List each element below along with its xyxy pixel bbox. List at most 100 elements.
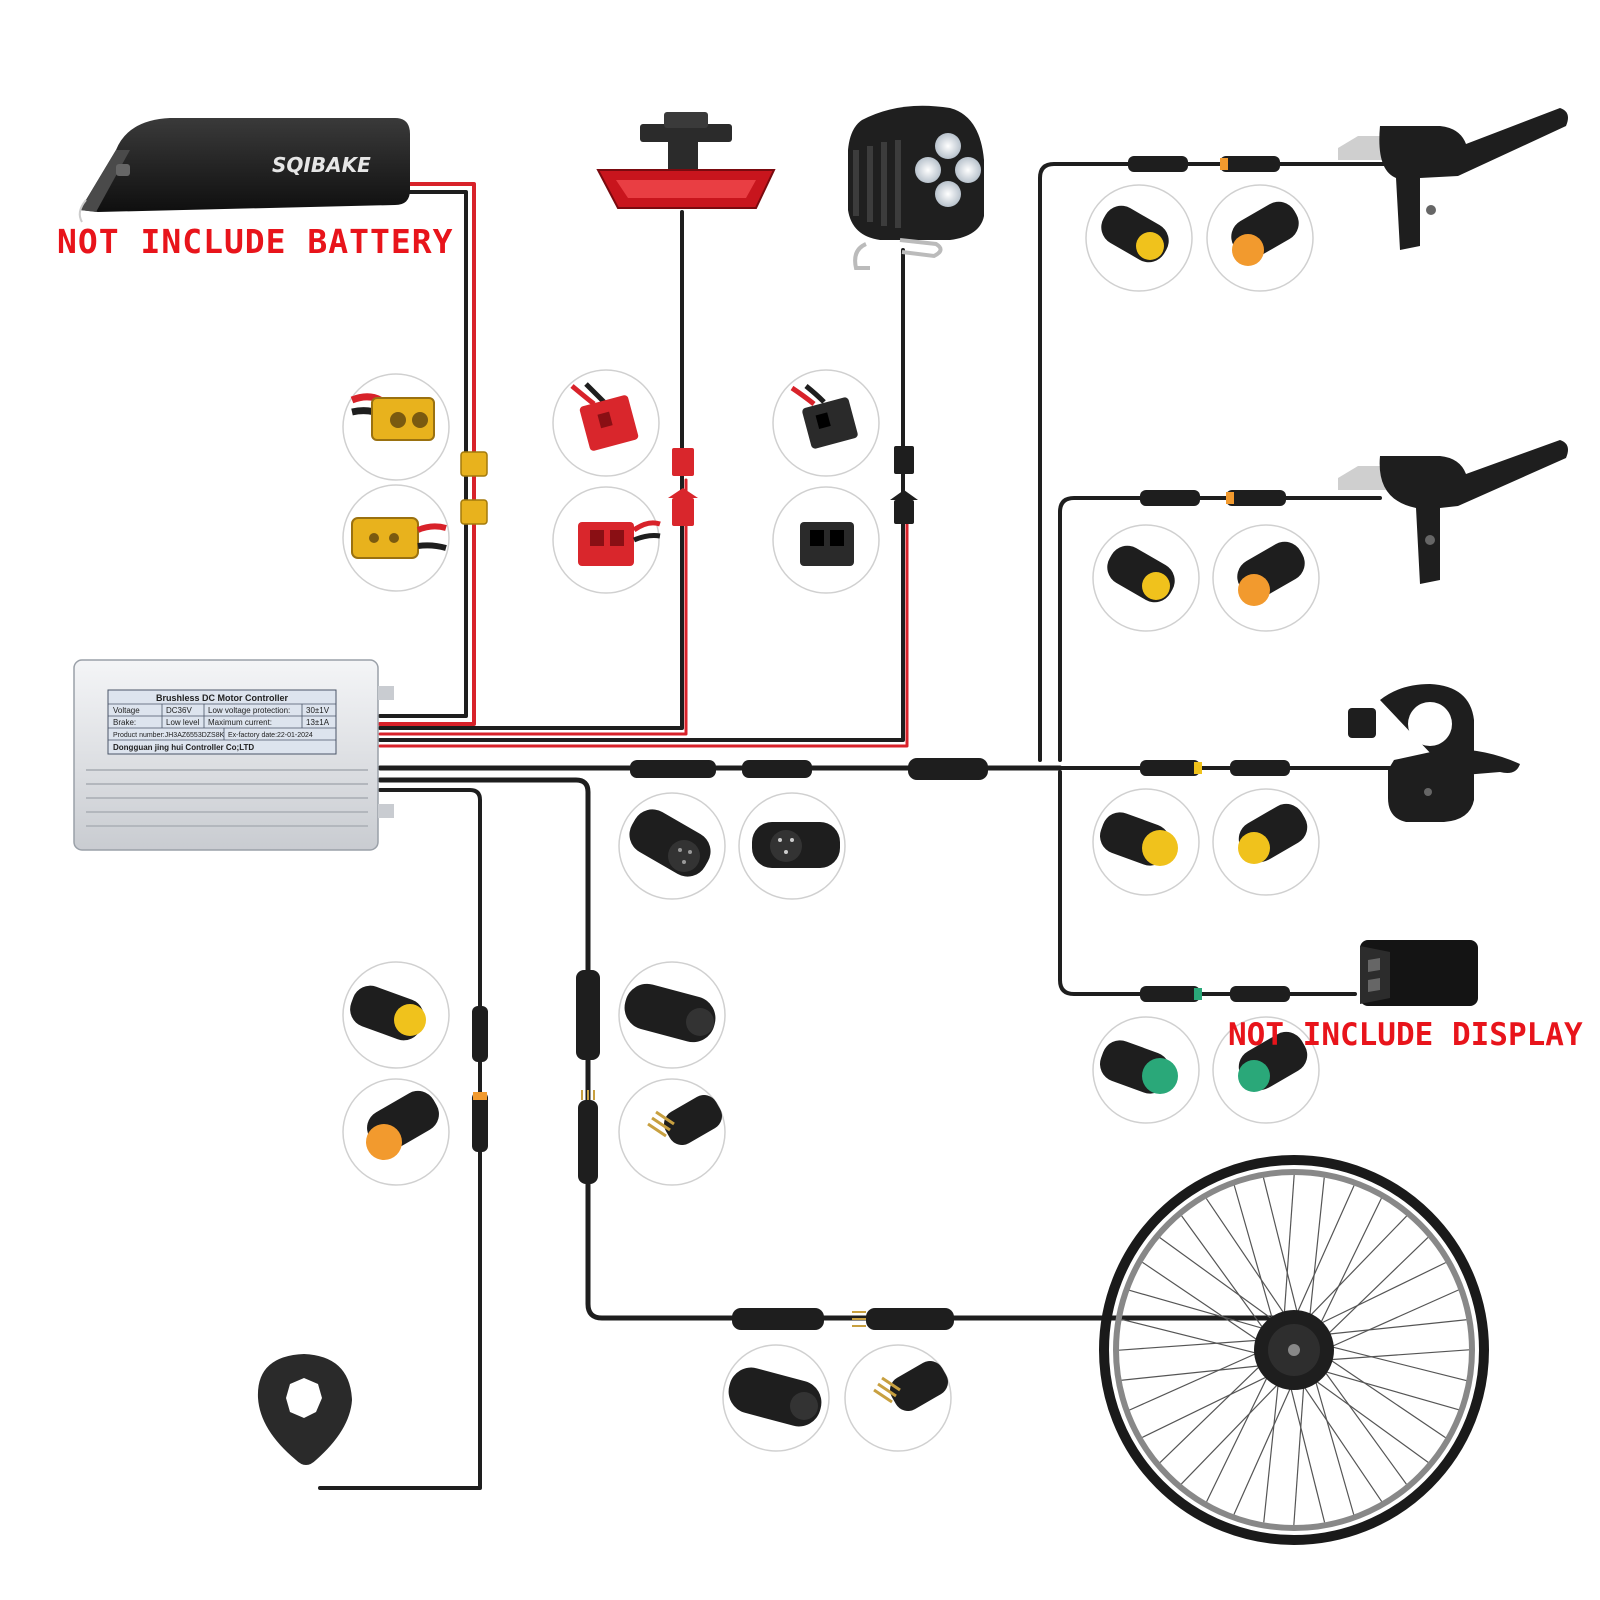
- harness-female-detail-icon: [618, 792, 726, 900]
- wheel-spoke: [1308, 1375, 1429, 1463]
- controller-brake-value: Low level: [166, 718, 200, 727]
- display-wire: [1058, 770, 1357, 996]
- controller-max-current-value: 13±1A: [306, 718, 330, 727]
- controller-factory-date: Ex-factory date:22-01-2024: [228, 732, 313, 739]
- pas-male-detail-icon: [342, 1078, 450, 1186]
- wheel-spoke: [1142, 1372, 1275, 1438]
- sm-black-male-detail-icon: [772, 486, 880, 594]
- brake-right-female-detail-icon: [1092, 524, 1200, 632]
- controller-max-current-label: Maximum current:: [208, 718, 272, 727]
- wheel-spoke: [1316, 1368, 1459, 1411]
- headlight-icon: [848, 105, 984, 270]
- wheel-spoke: [1159, 1237, 1280, 1325]
- xt60-female-detail-icon: [342, 373, 450, 481]
- pas-connector-pair: [472, 1006, 488, 1152]
- controller-voltage-label: Voltage: [113, 706, 140, 715]
- display-female-detail-icon: [1212, 1016, 1320, 1124]
- battery-icon: SQIBAKE: [78, 118, 410, 223]
- wheel-icon: [1099, 1155, 1489, 1545]
- sm-black-male-connector-icon: [890, 490, 918, 524]
- wheel-spoke: [1206, 1369, 1272, 1502]
- wheel-spoke: [1312, 1372, 1355, 1515]
- controller-icon: Brushless DC Motor Controller Voltage DC…: [73, 659, 394, 851]
- brake-left-connector-pair: [1128, 156, 1280, 172]
- display-connector-pair: [1140, 986, 1290, 1002]
- sm-male-red-connector-icon: [668, 488, 698, 526]
- sm-red-female-detail-icon: [552, 369, 660, 477]
- controller-low-voltage-label: Low voltage protection:: [208, 706, 290, 715]
- wheel-spoke: [1319, 1319, 1467, 1336]
- left-brake-wire: [1038, 162, 1402, 762]
- wheel-spoke: [1316, 1198, 1382, 1331]
- sm-black-female-connector-icon: [894, 446, 914, 474]
- controller-low-voltage-value: 30±1V: [306, 706, 330, 715]
- controller-title: Brushless DC Motor Controller: [156, 693, 289, 703]
- brake-right-male-detail-icon: [1212, 524, 1320, 632]
- headlight-wire-black: [378, 248, 905, 742]
- wheel-spoke: [1319, 1364, 1407, 1485]
- wheel-spoke: [1233, 1185, 1276, 1328]
- xt60-male-detail-icon: [342, 484, 450, 592]
- wheel-spoke: [1313, 1262, 1446, 1328]
- throttle-icon: [1348, 684, 1520, 822]
- sm-black-female-detail-icon: [772, 369, 880, 477]
- controller-product-number: Product number:JH3AZ6553DZS8K: [113, 732, 225, 739]
- wheel-spoke: [1262, 1177, 1300, 1321]
- brake-lever-left-icon: [1338, 108, 1568, 250]
- tail-light-wire-black: [378, 210, 684, 730]
- display-male-detail-icon: [1092, 1016, 1200, 1124]
- display-warning-text: NOT INCLUDE DISPLAY: [1228, 1017, 1583, 1053]
- wheel-spoke: [1308, 1177, 1325, 1325]
- xt60-female-connector-icon: [460, 451, 488, 477]
- tail-light-wire-red: [378, 478, 688, 736]
- throttle-female-detail-icon: [1212, 788, 1320, 896]
- motor-controller-connector-pair: [576, 970, 600, 1184]
- throttle-connector-pair: [1140, 760, 1290, 776]
- wheel-spoke: [1142, 1261, 1265, 1346]
- pas-female-detail-icon: [342, 961, 450, 1069]
- throttle-male-detail-icon: [1092, 788, 1200, 896]
- wheel-spoke: [1321, 1236, 1429, 1341]
- wheel-spoke: [1283, 1174, 1295, 1322]
- controller-brake-label: Brake:: [113, 718, 136, 727]
- wheel-spoke: [1205, 1198, 1290, 1321]
- wheel-spoke: [1322, 1349, 1470, 1361]
- harness-male-detail-icon: [738, 792, 846, 900]
- brake-lever-right-icon: [1338, 440, 1568, 584]
- motor-connector-pair: [732, 1308, 954, 1330]
- wheel-spoke: [1159, 1359, 1267, 1464]
- wheel-spoke: [1121, 1318, 1265, 1356]
- wheel-spoke: [1303, 1215, 1408, 1323]
- wheel-spoke: [1118, 1339, 1266, 1351]
- pas-sensor-icon: [257, 1354, 352, 1465]
- wheel-spoke: [1323, 1344, 1467, 1382]
- wheel-spoke: [1293, 1185, 1355, 1321]
- wheel-spoke: [1298, 1379, 1383, 1502]
- controller-manufacturer: Dongguan jing hui Controller Co;LTD: [113, 743, 254, 752]
- wheel-spoke: [1293, 1378, 1305, 1526]
- motor-controller-male-detail-icon: [618, 1078, 726, 1186]
- motor-female-detail-icon: [722, 1344, 830, 1452]
- wheel-spoke: [1288, 1379, 1326, 1523]
- harness-connector-pair: [630, 758, 988, 780]
- wheel-spoke: [1121, 1364, 1269, 1381]
- headlight-wire-red: [378, 498, 909, 748]
- pas-wire: [318, 788, 482, 1490]
- wheel-spoke: [1263, 1375, 1280, 1523]
- wheel-spoke: [1181, 1215, 1269, 1336]
- brake-right-connector-pair: [1140, 490, 1286, 506]
- brake-left-female-detail-icon: [1085, 184, 1193, 292]
- motor-controller-female-detail-icon: [618, 961, 726, 1069]
- battery-warning-text: NOT INCLUDE BATTERY: [57, 222, 454, 261]
- wheel-spoke: [1323, 1289, 1459, 1351]
- wheel-spoke: [1233, 1379, 1295, 1515]
- wheel-spoke: [1180, 1377, 1285, 1485]
- display-icon: [1360, 940, 1478, 1006]
- wheel-spoke: [1323, 1354, 1446, 1439]
- wheel-spoke: [1129, 1349, 1265, 1411]
- tail-light-icon: [596, 112, 776, 209]
- brake-left-male-detail-icon: [1206, 184, 1314, 292]
- sm-red-male-detail-icon: [552, 486, 661, 594]
- battery-brand-label: SQIBAKE: [272, 153, 371, 177]
